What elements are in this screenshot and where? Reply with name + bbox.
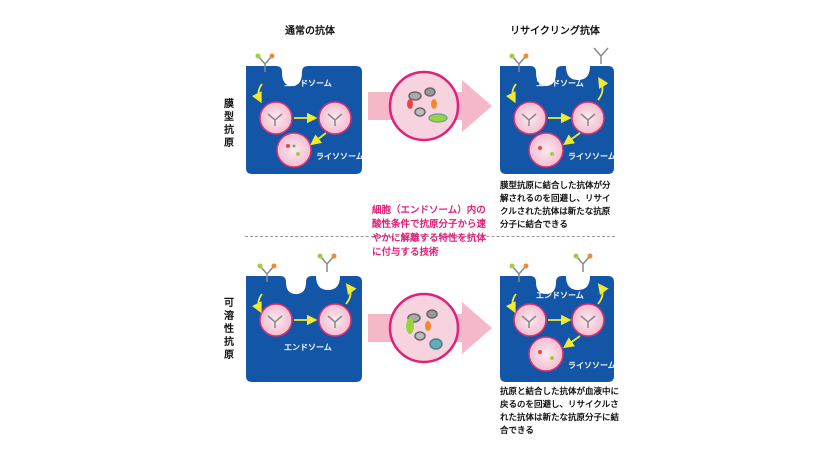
- cell-recycling-membrane: [500, 47, 614, 174]
- row-label-membrane: 膜型抗原: [224, 99, 234, 149]
- label-lysosome: ライソソーム: [316, 152, 364, 161]
- transition-arrow-bottom: [368, 292, 492, 364]
- label-endosome: エンドソーム: [536, 291, 584, 300]
- label-endosome: エンドソーム: [536, 79, 584, 88]
- description-membrane: 膜型抗原に結合した抗体が分解されるのを回避し、リサイクルされた抗体は新たな抗原分…: [500, 181, 611, 230]
- cell-recycling-soluble: [500, 253, 614, 382]
- cell-normal-membrane: [246, 53, 362, 174]
- zoom-circle-bottom: [388, 292, 460, 364]
- description-soluble: 抗原と結合した抗体が血液中に戻るのを回避し、リサイクルされた抗体は新たな抗原分子…: [500, 387, 620, 436]
- label-endosome: エンドソーム: [284, 79, 332, 88]
- label-lysosome: ライソソーム: [568, 152, 616, 161]
- transition-arrow-top: [368, 70, 492, 142]
- column-title-normal: 通常の抗体: [285, 26, 335, 37]
- label-lysosome: ライソソーム: [568, 361, 616, 370]
- label-endosome: エンドソーム: [284, 343, 332, 352]
- row-label-soluble: 可溶性抗原: [224, 298, 234, 361]
- column-title-recycling: リサイクリング抗体: [510, 26, 600, 37]
- endosome-vesicle: [259, 101, 293, 135]
- lysosome-vesicle: [276, 132, 312, 168]
- zoom-circle-top: [388, 70, 460, 142]
- cell-normal-soluble: [246, 253, 362, 382]
- row-separator: [245, 236, 615, 237]
- endosome-vesicle: [318, 101, 352, 135]
- middle-technology-text: 細胞（エンドソーム）内の酸性条件で抗原分子から速やかに解離する特性を抗体に付与す…: [372, 205, 487, 258]
